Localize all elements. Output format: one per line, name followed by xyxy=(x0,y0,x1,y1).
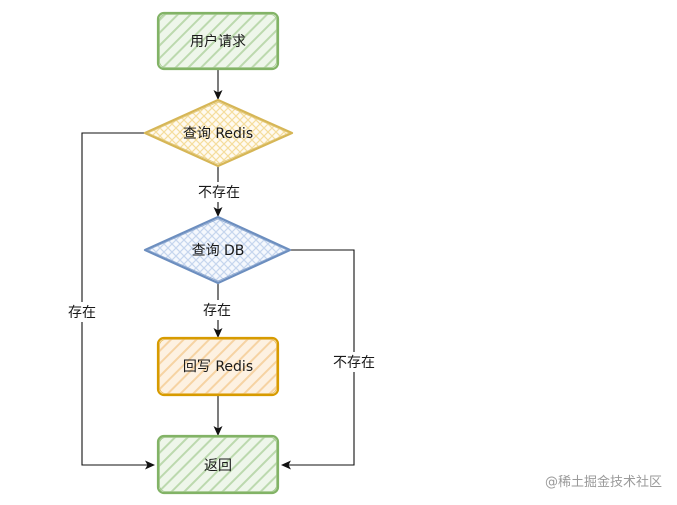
edge-label-redis-hit: 存在 xyxy=(68,305,96,321)
node-query-redis-label: 查询 Redis xyxy=(183,126,253,142)
watermark: @稀土掘金技术社区 xyxy=(545,474,662,490)
node-write-back: 回写 Redis xyxy=(156,336,280,397)
node-return: 返回 xyxy=(156,434,280,495)
node-write-back-label: 回写 Redis xyxy=(183,359,253,375)
node-request: 用户请求 xyxy=(156,11,280,71)
node-request-label: 用户请求 xyxy=(190,33,246,50)
node-query-redis: 查询 Redis xyxy=(143,98,294,168)
node-query-db: 查询 DB xyxy=(143,215,292,285)
node-query-db-label: 查询 DB xyxy=(192,243,245,259)
edge-label-redis-miss: 不存在 xyxy=(198,185,240,201)
edge-redis-hit-to-return xyxy=(81,132,155,470)
node-return-label: 返回 xyxy=(204,458,232,474)
edge-label-db-miss: 不存在 xyxy=(333,355,375,371)
edge-label-db-hit: 存在 xyxy=(203,303,231,319)
